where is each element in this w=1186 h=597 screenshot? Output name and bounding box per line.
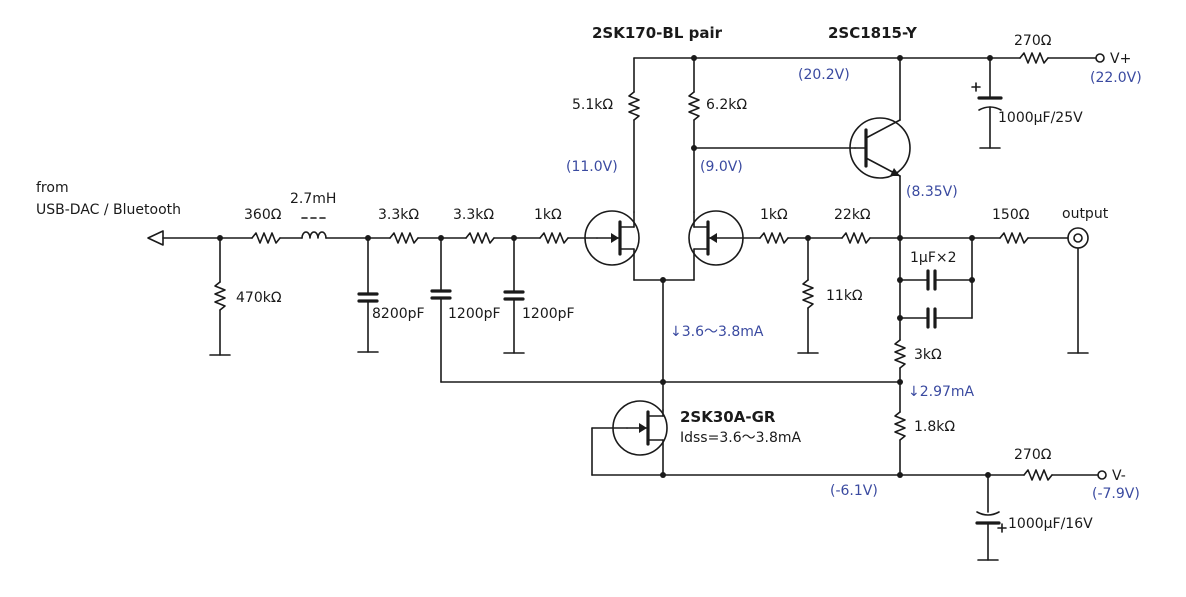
label-6-2k: 6.2kΩ: [706, 97, 747, 113]
vpos-value: (22.0V): [1090, 70, 1142, 86]
label-1-8k: 1.8kΩ: [914, 419, 955, 435]
label-470k: 470kΩ: [236, 290, 282, 306]
capacitor-1000uf-25v: [971, 57, 1003, 149]
voltage-drain-left: (11.0V): [566, 159, 618, 175]
label-1k-gate-in: 1kΩ: [534, 207, 562, 223]
q3-label: 2SK30A-GR: [680, 408, 776, 426]
capacitor-8200pf: [357, 237, 379, 353]
input-label-line1: from: [36, 180, 69, 196]
label-1k-gate-fb: 1kΩ: [760, 207, 788, 223]
label-360: 360Ω: [244, 207, 282, 223]
resistor-11k: [797, 237, 819, 354]
capacitor-1200pf-1: [430, 237, 452, 383]
label-150: 150Ω: [992, 207, 1030, 223]
resistor-22k: [841, 232, 871, 244]
capacitor-1uf-pair: [899, 235, 975, 329]
jfet-left: [584, 210, 640, 281]
voltage-emitter: (8.35V): [906, 184, 958, 200]
label-2-7mh: 2.7mH: [290, 191, 336, 207]
label-11k: 11kΩ: [826, 288, 863, 304]
vneg-value: (-7.9V): [1092, 486, 1140, 502]
resistor-270-neg: [1023, 469, 1107, 481]
resistor-1-8k: [894, 411, 906, 476]
label-3k: 3kΩ: [914, 347, 942, 363]
q3-idss: Idss=3.6〜3.8mA: [680, 430, 802, 446]
output-label: output: [1062, 206, 1109, 222]
jfet-current-source: [591, 400, 668, 476]
input-terminal: [147, 230, 164, 246]
vpos-label: V+: [1110, 51, 1131, 67]
current-tail: ↓3.6〜3.8mA: [670, 324, 764, 340]
label-1uf-pair: 1μF×2: [910, 250, 957, 266]
resistor-150: [999, 232, 1029, 244]
label-1000uf-25v: 1000μF/25V: [998, 110, 1083, 126]
resistor-1k-gate-in: [539, 232, 569, 244]
vneg-label: V-: [1112, 468, 1126, 484]
input-label-line2: USB-DAC / Bluetooth: [36, 202, 181, 218]
inductor-2-7mh: [301, 217, 327, 239]
label-22k: 22kΩ: [834, 207, 871, 223]
label-8200pf: 8200pF: [372, 306, 425, 322]
voltage-rail: (20.2V): [798, 67, 850, 83]
label-1000uf-16v: 1000μF/16V: [1008, 516, 1093, 532]
resistor-5-1k: [628, 57, 640, 213]
label-3-3k-1: 3.3kΩ: [378, 207, 419, 223]
resistor-360: [251, 232, 281, 244]
capacitor-1200pf-2: [503, 237, 525, 354]
resistor-1k-gate-fb: [759, 232, 789, 244]
q2-label: 2SC1815-Y: [828, 24, 918, 42]
jfet-right: [688, 210, 761, 281]
label-5-1k: 5.1kΩ: [572, 97, 613, 113]
label-270-neg: 270Ω: [1014, 447, 1052, 463]
q1-label: 2SK170-BL pair: [592, 24, 723, 42]
resistor-3k: [894, 339, 906, 413]
resistor-6-2k: [688, 57, 856, 213]
resistor-3-3k-1: [389, 232, 419, 244]
resistor-3-3k-2: [465, 232, 495, 244]
npn-transistor: [849, 117, 911, 179]
voltage-neg-rail: (-6.1V): [830, 483, 878, 499]
label-1200pf-1: 1200pF: [448, 306, 501, 322]
voltage-drain-right: (9.0V): [700, 159, 743, 175]
label-3-3k-2: 3.3kΩ: [453, 207, 494, 223]
output-jack-icon: [1067, 227, 1089, 354]
label-270-pos: 270Ω: [1014, 33, 1052, 49]
label-1200pf-2: 1200pF: [522, 306, 575, 322]
current-bias: ↓2.97mA: [908, 384, 975, 400]
resistor-470k: [209, 237, 231, 356]
capacitor-1000uf-16v: [975, 474, 1007, 561]
resistor-270-pos: [989, 52, 1105, 64]
